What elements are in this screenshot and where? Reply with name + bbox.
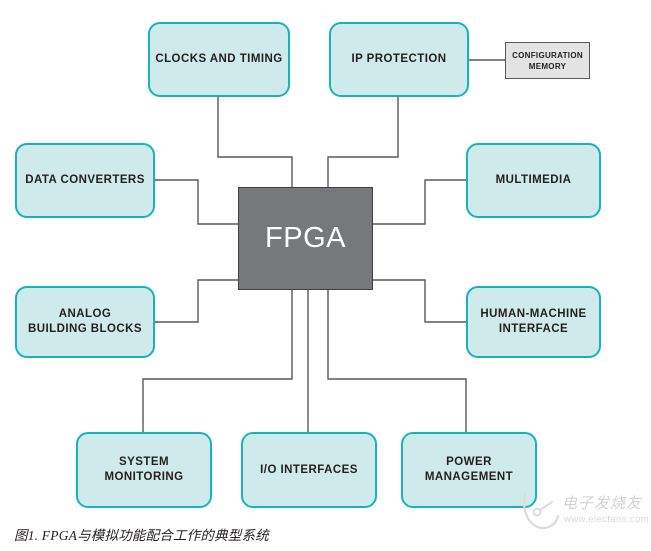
node-configuration-memory[interactable]: CONFIGURATION MEMORY: [505, 42, 590, 79]
node-system-monitoring-label: SYSTEM MONITORING: [104, 456, 184, 483]
node-multimedia[interactable]: MULTIMEDIA: [466, 143, 601, 218]
node-ip-protection[interactable]: IP PROTECTION: [329, 22, 469, 97]
node-human-machine-interface[interactable]: HUMAN-MACHINE INTERFACE: [466, 286, 601, 358]
node-human-machine-interface-label: HUMAN-MACHINE INTERFACE: [480, 308, 587, 335]
node-system-monitoring[interactable]: SYSTEM MONITORING: [76, 432, 212, 508]
fpga-system-diagram: FPGA CLOCKS AND TIMING IP PROTECTION CON…: [15, 22, 601, 508]
node-io-interfaces-label: I/O INTERFACES: [260, 463, 358, 476]
node-data-converters[interactable]: DATA CONVERTERS: [15, 143, 155, 218]
node-analog-building-blocks[interactable]: ANALOG BUILDING BLOCKS: [15, 286, 155, 358]
node-configuration-memory-label: CONFIGURATION MEMORY: [512, 50, 583, 71]
node-analog-building-blocks-label: ANALOG BUILDING BLOCKS: [27, 308, 143, 335]
connector-fpga-to-system-monitoring: [142, 290, 293, 432]
connector-lines: [142, 59, 505, 432]
connector-hmi-to-fpga: [373, 279, 466, 323]
connector-analog-blocks-to-fpga: [155, 279, 238, 323]
node-power-management[interactable]: POWER MANAGEMENT: [401, 432, 537, 508]
connector-multimedia-to-fpga: [373, 179, 466, 225]
node-ip-protection-label: IP PROTECTION: [351, 53, 447, 65]
figure-caption: 图1. FPGA与模拟功能配合工作的典型系统: [14, 528, 269, 543]
node-clocks-and-timing-label: CLOCKS AND TIMING: [155, 53, 283, 65]
connector-data-converters-to-fpga: [155, 179, 238, 225]
node-data-converters-label: DATA CONVERTERS: [25, 174, 145, 186]
node-fpga-label: FPGA: [265, 222, 346, 254]
node-fpga[interactable]: FPGA: [238, 187, 373, 290]
node-multimedia-label: MULTIMEDIA: [495, 174, 572, 186]
node-io-interfaces[interactable]: I/O INTERFACES: [241, 432, 377, 508]
watermark-url: www.elecfans.com: [564, 514, 650, 525]
node-clocks-and-timing[interactable]: CLOCKS AND TIMING: [148, 22, 290, 97]
connector-fpga-to-power-management: [327, 290, 467, 432]
node-power-management-label: POWER MANAGEMENT: [424, 456, 514, 483]
connector-clocks-to-fpga: [217, 97, 293, 187]
connector-ip-protection-to-fpga: [327, 97, 399, 187]
